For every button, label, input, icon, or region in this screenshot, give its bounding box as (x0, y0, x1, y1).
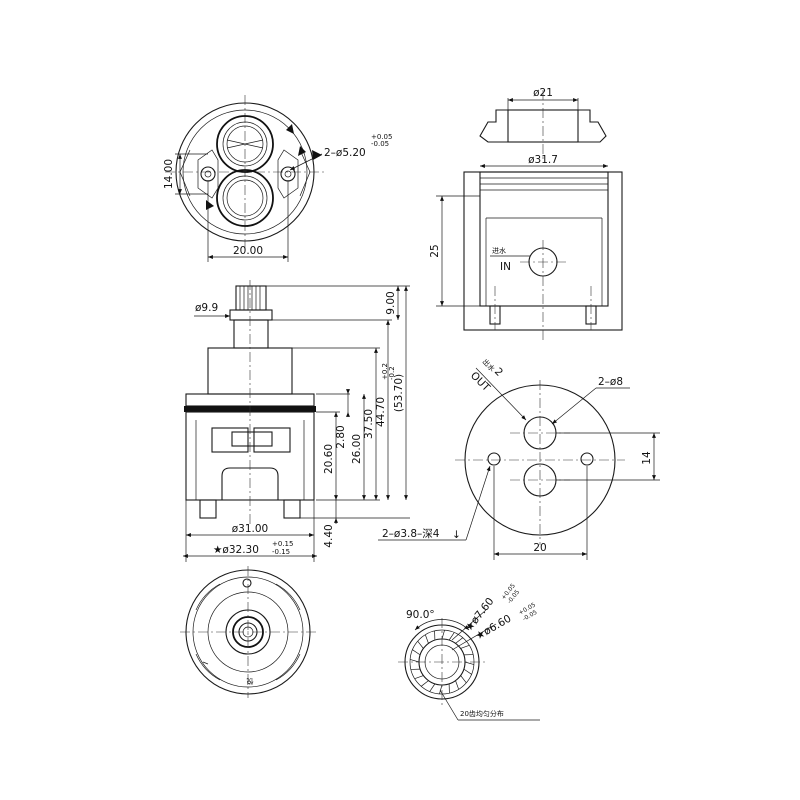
spline-detail-view: 90.0° ★ø7.60 +0.05 -0.05 ★ø6.60 +0.05 -0… (398, 582, 540, 721)
side-dim-26: 26.00 (351, 434, 363, 464)
spline-tooth (429, 683, 436, 692)
side-dim-2-80: 2.80 (335, 425, 347, 448)
bottom-index-hole (242, 578, 252, 588)
top-hole-tol-minus: -0.05 (371, 140, 389, 148)
spline-tooth (439, 684, 443, 694)
top-pin-hole-left (200, 166, 216, 182)
port-pin-right (580, 452, 594, 466)
side-dim-4-40: 4.40 (323, 524, 335, 547)
side-oring-dia: ★ø32.30 (213, 544, 259, 556)
spline-angle: 90.0° (406, 609, 435, 621)
port-outlet-callout: 2–ø8 (598, 376, 623, 388)
spline-tooth (414, 675, 424, 680)
spline-tooth (455, 637, 464, 644)
spline-tooth (412, 649, 421, 656)
top-port-upper (216, 115, 274, 173)
base-inlet-en: IN (500, 261, 511, 273)
port-pin-callout: 2–ø3.8–深4 (382, 528, 440, 540)
spline-tooth (463, 668, 472, 675)
side-dim-37: 37.50 (363, 409, 375, 439)
spline-tooth (410, 659, 420, 663)
spline-tooth (448, 632, 455, 641)
top-port-lower (216, 169, 274, 227)
spline-tooth (455, 680, 460, 690)
port-view: 出水 OUT 2 2–ø8 14 20 2–ø3.8–深4 ↓ (378, 357, 660, 560)
side-dim-44-tol-plus: +0.2 (381, 363, 389, 380)
port-depth-symbol: ↓ (452, 529, 461, 541)
top-dim-width: 20.00 (233, 245, 263, 257)
side-dim-44-tol-minus: -0.2 (388, 366, 396, 380)
side-oring-tol-minus: -0.15 (272, 548, 290, 556)
spline-tooth (417, 640, 424, 649)
side-spline-stem (235, 285, 267, 311)
top-hole-callout: 2–ø5.20 (324, 147, 366, 159)
side-dim-44: 44.70 (375, 397, 387, 427)
spline-tooth (464, 661, 474, 665)
base-inlet-cn: 进水 (492, 246, 506, 255)
side-dim-20-60: 20.60 (323, 444, 335, 474)
port-outlet-en: OUT (468, 370, 493, 395)
spline-tooth (441, 630, 445, 640)
top-hole-tol-plus: +0.05 (371, 133, 392, 141)
top-view: 14.00 20.00 2–ø5.20 +0.05 -0.05 (163, 95, 392, 262)
bottom-view: 悦 (180, 566, 316, 698)
spline-tooth (460, 675, 467, 684)
spline-teeth (410, 630, 474, 694)
spline-teeth-note: 20齿均匀分布 (460, 709, 504, 718)
side-dim-overall: (53.70) (393, 374, 405, 412)
side-stem-dia: ø9.9 (195, 302, 218, 314)
spline-tooth (420, 680, 429, 687)
side-oring-tol-plus: +0.15 (272, 540, 293, 548)
base-inner-dia: ø31.7 (528, 154, 558, 166)
port-pin-left (487, 452, 501, 466)
side-view: ø9.9 (53.70) 9.00 44.70 +0.2 -0.2 37.50 … (183, 280, 410, 562)
top-pin-hole-right (280, 166, 296, 182)
base-section-view: ø21 ø31.7 25 进水 IN (429, 87, 623, 340)
port-dim-20: 20 (533, 542, 546, 554)
top-dim-height: 14.00 (163, 159, 175, 189)
side-body-dia: ø31.00 (232, 523, 268, 535)
bottom-mark: 悦 (247, 677, 254, 686)
spline-tooth (424, 634, 429, 644)
side-dim-9: 9.00 (385, 291, 397, 314)
port-dim-14: 14 (641, 451, 653, 465)
base-height: 25 (429, 244, 441, 257)
spline-tooth (460, 644, 470, 649)
